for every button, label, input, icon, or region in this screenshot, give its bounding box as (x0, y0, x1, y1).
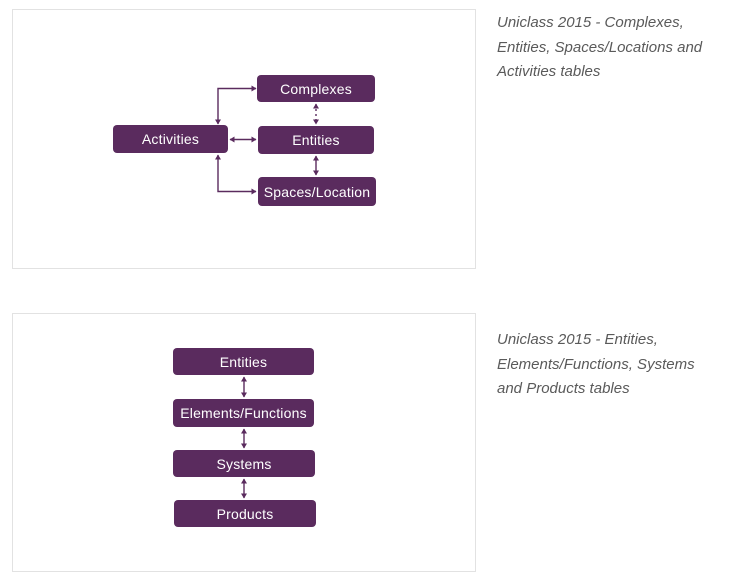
node-spaces-location: Spaces/Location (258, 177, 376, 206)
figure2-caption-line: Elements/Functions, Systems (497, 355, 695, 373)
node-entities-2: Entities (173, 348, 314, 375)
figure2-caption: Uniclass 2015 - Entities, Elements/Funct… (497, 328, 737, 402)
node-entities: Entities (258, 126, 374, 154)
figure1-connectors (215, 85, 319, 195)
figure1-caption-line: Uniclass 2015 - Complexes, (497, 14, 684, 31)
figure2-caption-line: Uniclass 2015 - Entities, (497, 331, 658, 348)
node-products: Products (174, 500, 316, 527)
node-activities: Activities (113, 125, 228, 153)
node-complexes: Complexes (257, 75, 375, 102)
figure1-caption: Uniclass 2015 - Complexes, Entities, Spa… (497, 11, 737, 85)
edge-activities-spaces (215, 154, 257, 195)
node-elements-functions: Elements/Functions (173, 399, 314, 427)
figure2-panel: Entities Elements/Functions Systems Prod… (12, 313, 476, 572)
edge-activities-complexes (215, 85, 257, 125)
figure2-connectors (241, 376, 247, 499)
figure1-caption-line: Entities, Spaces/Locations and (497, 38, 703, 56)
figure1-panel: Complexes Activities Entities Spaces/Loc… (12, 9, 476, 269)
figure1-caption-line: Activities tables (497, 63, 601, 80)
node-systems: Systems (173, 450, 315, 477)
figure2-caption-line: and Products tables (497, 380, 630, 397)
